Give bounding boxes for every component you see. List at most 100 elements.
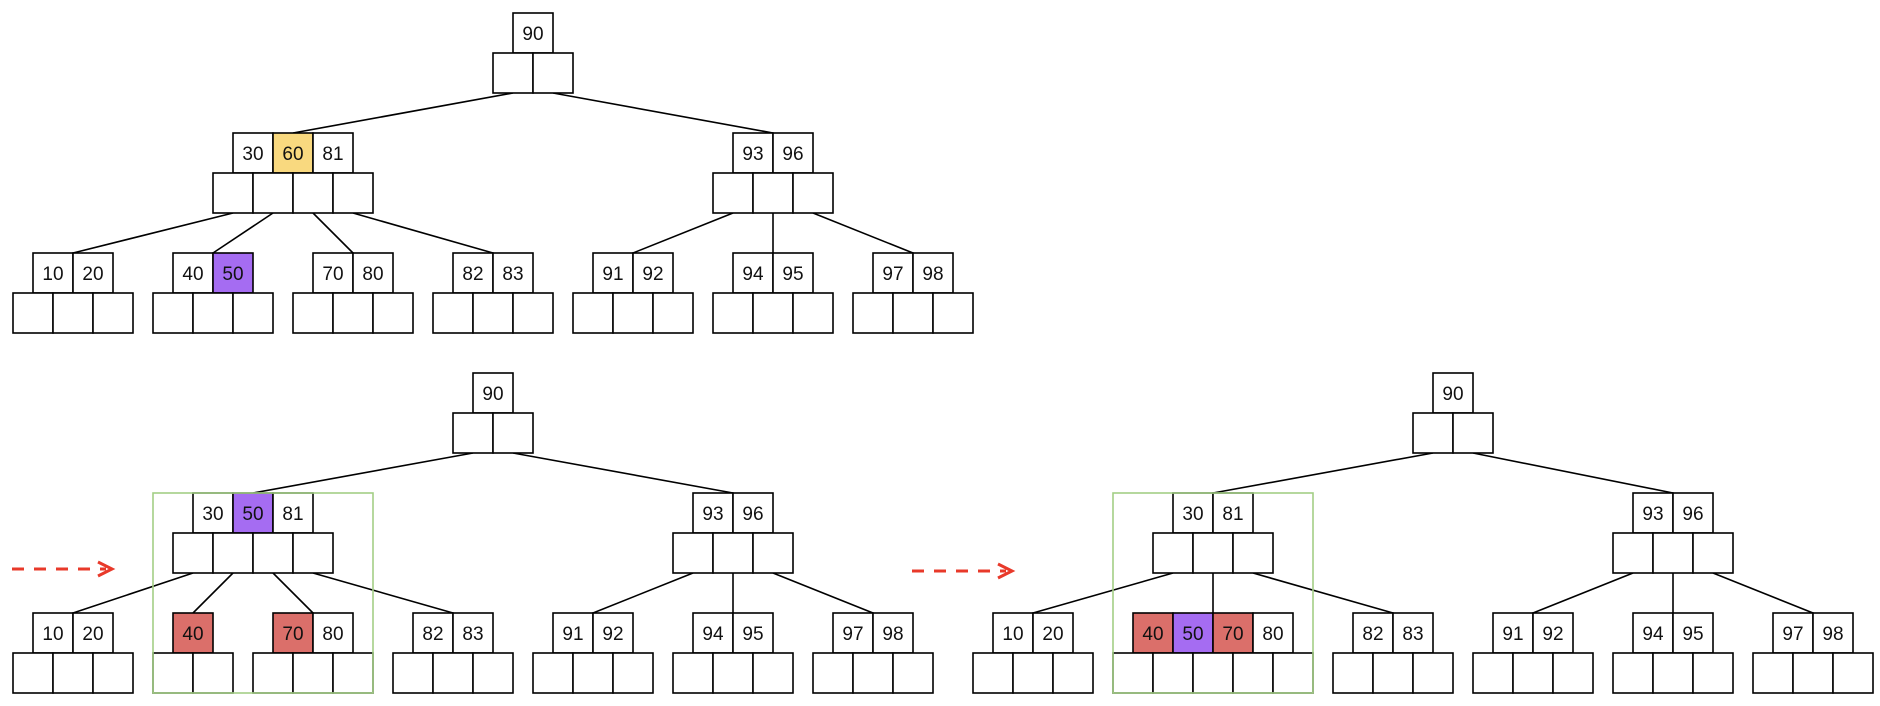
key-cell bbox=[1772, 612, 1814, 654]
key-label: 40 bbox=[182, 624, 203, 645]
pointer-cell bbox=[292, 652, 334, 694]
key-cell bbox=[192, 492, 234, 534]
btree-node: 90 bbox=[492, 12, 574, 94]
key-cell-red-highlight bbox=[1212, 612, 1254, 654]
key-cell-red-highlight bbox=[272, 612, 314, 654]
key-label: 20 bbox=[82, 624, 103, 645]
btree-node: 10 20 bbox=[12, 252, 134, 334]
pointer-cell bbox=[612, 292, 654, 334]
key-label: 10 bbox=[42, 624, 63, 645]
key-cell bbox=[1432, 372, 1474, 414]
pointer-cell bbox=[12, 292, 54, 334]
edge-inner-left-to-leaf-82-83 bbox=[312, 572, 454, 614]
pointer-cell bbox=[1052, 652, 1094, 694]
pointer-cell bbox=[1552, 652, 1594, 694]
pointer-cell bbox=[252, 172, 294, 214]
key-label: 94 bbox=[702, 624, 724, 645]
key-label: 98 bbox=[1822, 624, 1843, 645]
arrow-to-step-1-icon bbox=[12, 560, 116, 578]
key-label: 94 bbox=[1642, 624, 1664, 645]
pointer-cell bbox=[852, 652, 894, 694]
pointer-cell bbox=[1112, 652, 1154, 694]
key-cell-purple-highlight bbox=[212, 252, 254, 294]
pointer-cell bbox=[1372, 652, 1414, 694]
pointer-cell bbox=[1692, 532, 1734, 574]
diagram-step-2-edges bbox=[1032, 452, 1814, 614]
key-label: 20 bbox=[82, 264, 103, 285]
key-cell bbox=[732, 252, 774, 294]
btree-node: 70 80 bbox=[252, 612, 374, 694]
key-cell-red-highlight bbox=[172, 612, 214, 654]
pointer-cell bbox=[572, 292, 614, 334]
key-cell bbox=[872, 252, 914, 294]
pointer-cell bbox=[1752, 652, 1794, 694]
pointer-cell bbox=[712, 652, 754, 694]
pointer-cell bbox=[892, 652, 934, 694]
pointer-cell bbox=[1332, 652, 1374, 694]
key-cell bbox=[1032, 612, 1074, 654]
overlay-layer bbox=[12, 492, 1314, 694]
key-label: 98 bbox=[922, 264, 943, 285]
key-label: 60 bbox=[282, 144, 303, 165]
pointer-cell bbox=[812, 652, 854, 694]
pointer-cell bbox=[532, 52, 574, 94]
key-label: 70 bbox=[1222, 624, 1243, 645]
key-cell bbox=[732, 612, 774, 654]
pointer-cell bbox=[672, 532, 714, 574]
pointer-cell bbox=[752, 292, 794, 334]
pointer-cell bbox=[92, 652, 134, 694]
key-label: 70 bbox=[282, 624, 303, 645]
affected-subtree-box bbox=[152, 492, 374, 694]
key-label: 97 bbox=[842, 624, 863, 645]
edge-root-to-inner-right bbox=[512, 452, 734, 494]
key-label: 92 bbox=[1542, 624, 1563, 645]
pointer-cell bbox=[1652, 652, 1694, 694]
key-label: 70 bbox=[322, 264, 343, 285]
arrow-to-step-2-icon bbox=[912, 562, 1016, 580]
pointer-cell bbox=[1792, 652, 1834, 694]
pointer-cell bbox=[292, 292, 334, 334]
key-label: 81 bbox=[1222, 504, 1243, 525]
edge-root-to-inner-left bbox=[1212, 452, 1434, 494]
pointer-cell bbox=[1232, 652, 1274, 694]
pointer-cell bbox=[392, 652, 434, 694]
pointer-cell bbox=[1152, 532, 1194, 574]
key-cell-purple-highlight bbox=[232, 492, 274, 534]
edge-root-to-inner-right bbox=[1472, 452, 1674, 494]
key-cell bbox=[32, 612, 74, 654]
edge-inner-left-to-leaf-10-20 bbox=[72, 572, 194, 614]
key-label: 30 bbox=[202, 504, 223, 525]
key-label: 80 bbox=[322, 624, 343, 645]
key-cell bbox=[872, 612, 914, 654]
btree-node: 90 bbox=[452, 372, 534, 454]
pointer-cell bbox=[512, 292, 554, 334]
key-cell bbox=[1532, 612, 1574, 654]
pointer-cell bbox=[672, 652, 714, 694]
key-label: 95 bbox=[782, 264, 803, 285]
key-label: 95 bbox=[742, 624, 763, 645]
key-cell bbox=[492, 252, 534, 294]
edge-inner-right-to-leaf-97-98 bbox=[812, 212, 914, 254]
diagram-step-1-edges bbox=[72, 452, 874, 614]
pointer-cell bbox=[1232, 532, 1274, 574]
pointer-cell bbox=[492, 412, 534, 454]
pointer-cell bbox=[472, 292, 514, 334]
pointer-cell bbox=[492, 52, 534, 94]
key-cell bbox=[732, 132, 774, 174]
pointer-cell bbox=[172, 532, 214, 574]
key-label: 20 bbox=[1042, 624, 1063, 645]
key-label: 10 bbox=[42, 264, 63, 285]
edge-inner-right-to-leaf-91-92 bbox=[592, 572, 694, 614]
pointer-cell bbox=[1192, 652, 1234, 694]
pointer-cell bbox=[1612, 652, 1654, 694]
